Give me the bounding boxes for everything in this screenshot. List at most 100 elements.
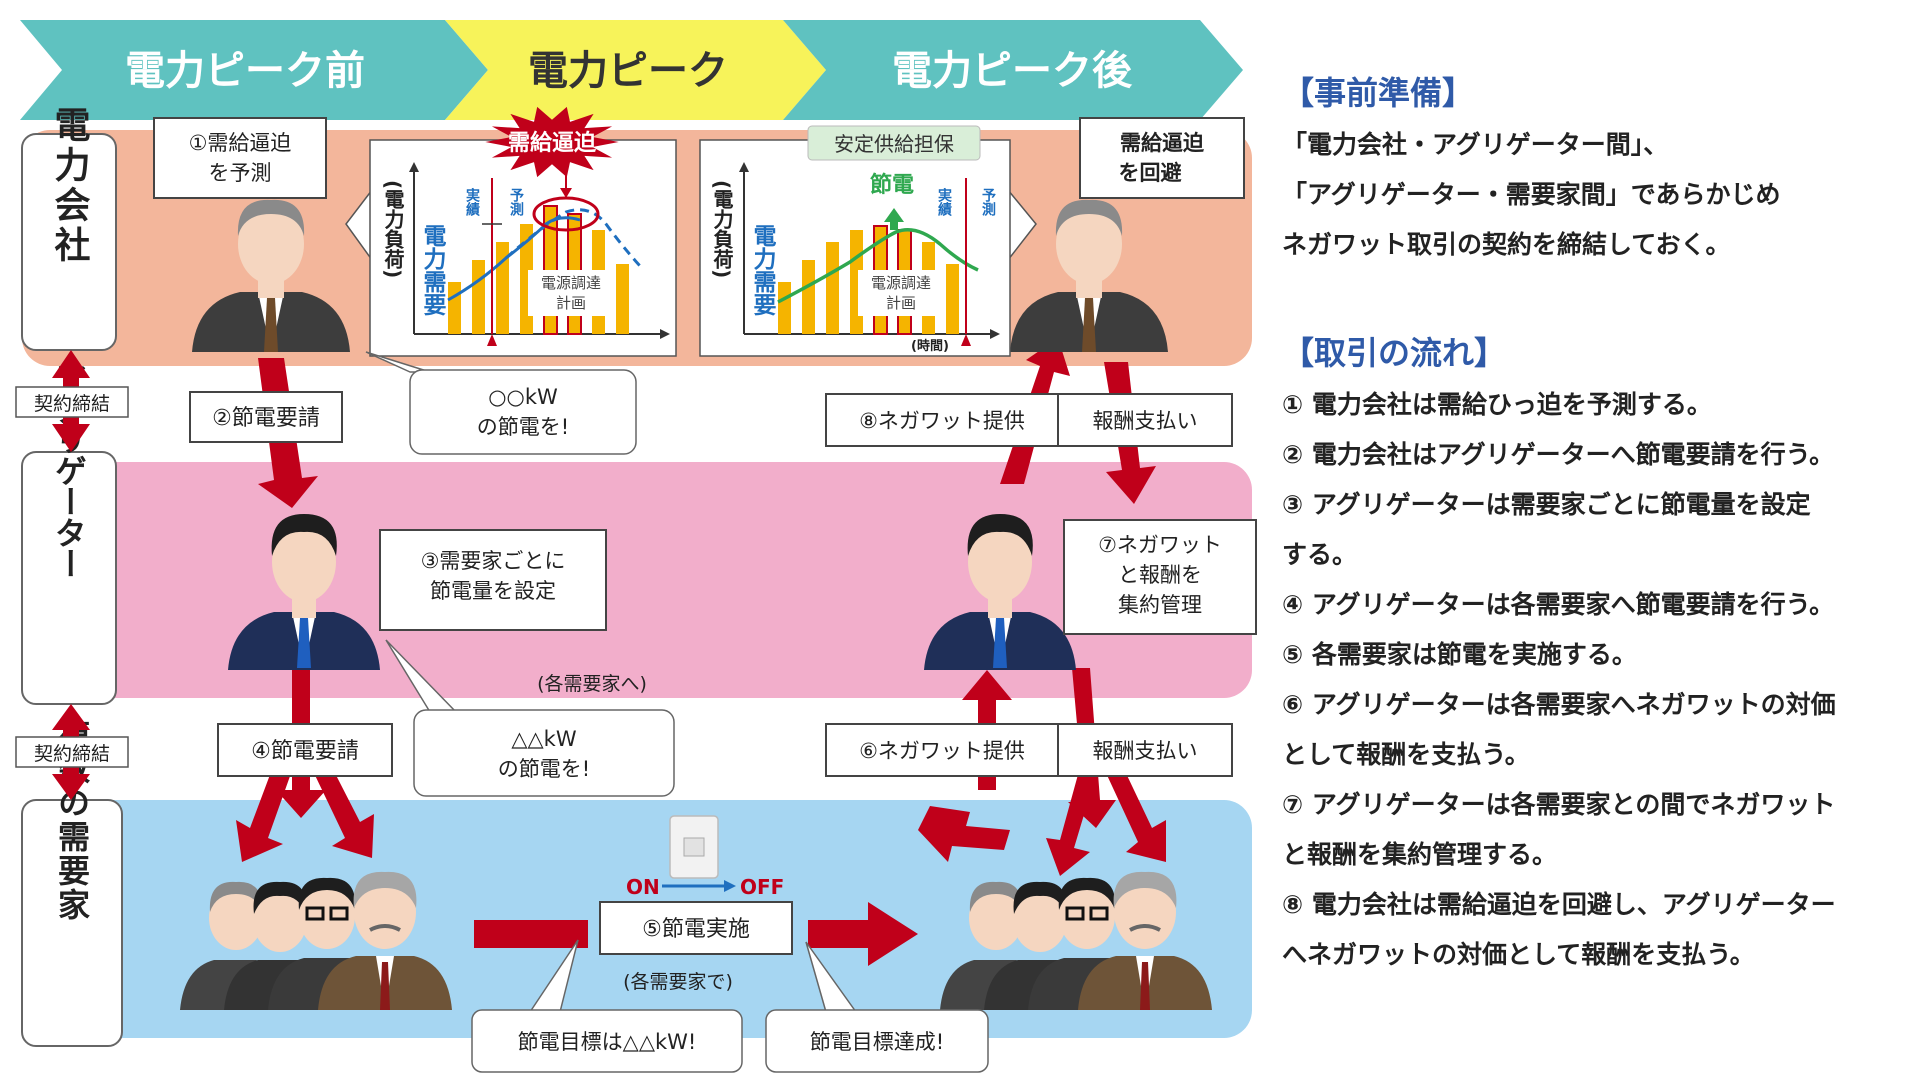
chart-bar — [448, 282, 461, 334]
step7-line2: と報酬を — [1118, 563, 1202, 587]
step8-avoid-line2: を回避 — [1119, 161, 1182, 185]
saving-arrow — [884, 208, 904, 230]
step8-box — [825, 393, 1059, 447]
chart-bar — [802, 260, 815, 334]
light-switch-icon — [669, 815, 719, 879]
step1-box — [153, 117, 327, 199]
flow-line: と報酬を集約管理する。 — [1282, 840, 1558, 869]
chart-bar — [778, 282, 791, 334]
flow-line: ⑧ 電力会社は需給逼迫を回避し、アグリゲーター — [1282, 890, 1836, 919]
phase-chevron-after — [783, 20, 1243, 120]
bubble-achieved-label: 節電目標達成! — [810, 1030, 944, 1054]
banner-box-after — [807, 125, 981, 161]
forecast-curve-before — [505, 208, 642, 268]
step7-box — [1063, 519, 1257, 635]
actor-label-power-company: 電力会社 — [49, 106, 91, 266]
step5-label: ⑤節電実施 — [642, 917, 750, 942]
step3-line2: 節電量を設定 — [430, 579, 556, 603]
flow-line: ⑦ アグリゲーターは各需要家との間でネガワット — [1282, 790, 1836, 819]
actor-box-power-company — [21, 133, 117, 351]
phase-label-after: 電力ピーク後 — [892, 48, 1133, 94]
switch-off-label: OFF — [740, 875, 784, 899]
step6-box — [825, 723, 1059, 777]
step8-avoid-line1: 需給逼迫 — [1120, 131, 1205, 155]
bubble-kw-line2: の節電を! — [477, 415, 569, 439]
negawatt-flow-diagram: 電力ピーク前 電力ピーク 電力ピーク後 電力会社 アグリゲーター 複数の需要家 … — [15, 20, 1257, 1073]
prep-line: ネガワット取引の契約を締結しておく。 — [1282, 230, 1731, 259]
arrow-step5-right — [808, 902, 918, 966]
flow-line: として報酬を支払う。 — [1282, 740, 1530, 769]
prep-heading: 【事前準備】 — [1282, 74, 1475, 112]
plan-label-after-2: 計画 — [886, 294, 916, 312]
chart-before-peak: 電源調達 計画 (電力負荷) 電力需要 実績 予測 — [345, 139, 677, 357]
switch-on-label: ON — [626, 875, 660, 899]
prep-text: 「電力会社・アグリゲーター間」、 「アグリゲーター・需要家間」であらかじめ ネガ… — [1282, 120, 1912, 270]
demand-label-after: 電力需要 — [749, 224, 777, 317]
step4-label: ④節電要請 — [251, 739, 359, 764]
flow-line: ⑥ アグリゲーターは各需要家へネガワットの対価 — [1282, 690, 1836, 719]
plan-label-box-before — [528, 270, 614, 316]
explanation-panel: 【事前準備】 「電力会社・アグリゲーター間」、 「アグリゲーター・需要家間」であ… — [1282, 66, 1912, 980]
demand-curve-before — [447, 216, 581, 302]
contract-label-lower: 契約締結 — [34, 743, 110, 765]
step3-line1: ③需要家ごとに — [421, 549, 566, 573]
time-label-after: (時間) — [911, 338, 949, 354]
forecast-label-after: 予測 — [980, 188, 996, 217]
bubble-target-label: 節電目標は△△kW! — [518, 1030, 697, 1054]
chart-bar — [472, 260, 485, 334]
arrow-step6-up-left — [918, 806, 1010, 862]
step7-line1: ⑦ネガワット — [1098, 533, 1222, 557]
y-axis-label-before: (電力負荷) — [381, 180, 405, 278]
phase-chevron-peak — [445, 20, 826, 120]
step8-avoid-box — [1079, 117, 1245, 199]
contract-label-upper: 契約締結 — [34, 393, 110, 415]
y-axis-label-after: (電力負荷) — [710, 180, 734, 278]
flow-line: する。 — [1282, 540, 1358, 569]
bubble-kw-request: ○○kW の節電を! — [365, 351, 637, 455]
note-to-each: (各需要家へ) — [537, 673, 647, 695]
person-icon-power-company-right — [1010, 199, 1168, 352]
banner-label-after: 安定供給担保 — [834, 132, 954, 156]
bubble-kw-line1: ○○kW — [488, 385, 558, 409]
chart-after-peak: 電源調達 計画 節電 (電力負荷) 電力需要 実績 予測 (時間) 安定供給担保 — [699, 125, 1037, 357]
people-group-icon-right — [940, 871, 1212, 1010]
flow-line: へネガワットの対価として報酬を支払う。 — [1282, 940, 1755, 969]
flow-line: ② 電力会社はアグリゲーターへ節電要請を行う。 — [1282, 440, 1835, 469]
phase-label-before: 電力ピーク前 — [125, 48, 365, 94]
step2-label: ②節電要請 — [212, 406, 320, 431]
prep-line: 「アグリゲーター・需要家間」であらかじめ — [1282, 180, 1781, 209]
prep-line: 「電力会社・アグリゲーター間」、 — [1282, 130, 1669, 159]
step8-label: ⑧ネガワット提供 — [859, 409, 1025, 433]
bubble-delta-line1: △△kW — [511, 727, 576, 751]
flow-line: ① 電力会社は需給ひっ迫を予測する。 — [1282, 390, 1712, 419]
phase-chevron-before — [20, 20, 488, 120]
person-icon-power-company-left — [192, 199, 350, 352]
arrow-step5-left-stub — [474, 920, 588, 948]
step1-line1: ①需給逼迫 — [189, 131, 292, 155]
actual-label-before: 実績 — [464, 187, 480, 217]
chart-bar — [826, 242, 839, 334]
actor-box-aggregator — [21, 451, 117, 705]
payment-box-upper — [1057, 393, 1233, 447]
step5-box — [599, 901, 793, 955]
step2-box — [189, 391, 343, 443]
step4-box — [217, 723, 393, 777]
bubble-delta-line2: の節電を! — [498, 757, 590, 781]
plan-label-after-1: 電源調達 — [871, 274, 931, 292]
payment-label-lower: 報酬支払い — [1093, 739, 1198, 763]
flow-line: ④ アグリゲーターは各需要家へ節電要請を行う。 — [1282, 590, 1835, 619]
arrow-pay-down-left — [1046, 760, 1098, 876]
chart-bar — [616, 264, 629, 334]
bubble-delta-request: △△kW の節電を! — [385, 639, 675, 797]
alert-label: 需給逼迫 — [508, 130, 597, 156]
flow-section: 【取引の流れ】 ① 電力会社は需給ひっ迫を予測する。 ② 電力会社はアグリゲータ… — [1282, 326, 1912, 980]
step6-label: ⑥ネガワット提供 — [859, 739, 1025, 763]
bubble-achieved: 節電目標達成! — [765, 941, 989, 1073]
supply-curve-after — [777, 228, 979, 304]
bubble-target: 節電目標は△△kW! — [471, 939, 743, 1073]
contract-label-box-lower — [15, 736, 129, 768]
alert-burst: 需給逼迫 — [485, 106, 619, 178]
demand-label-before: 電力需要 — [419, 224, 447, 317]
actor-box-consumers — [21, 799, 123, 1047]
